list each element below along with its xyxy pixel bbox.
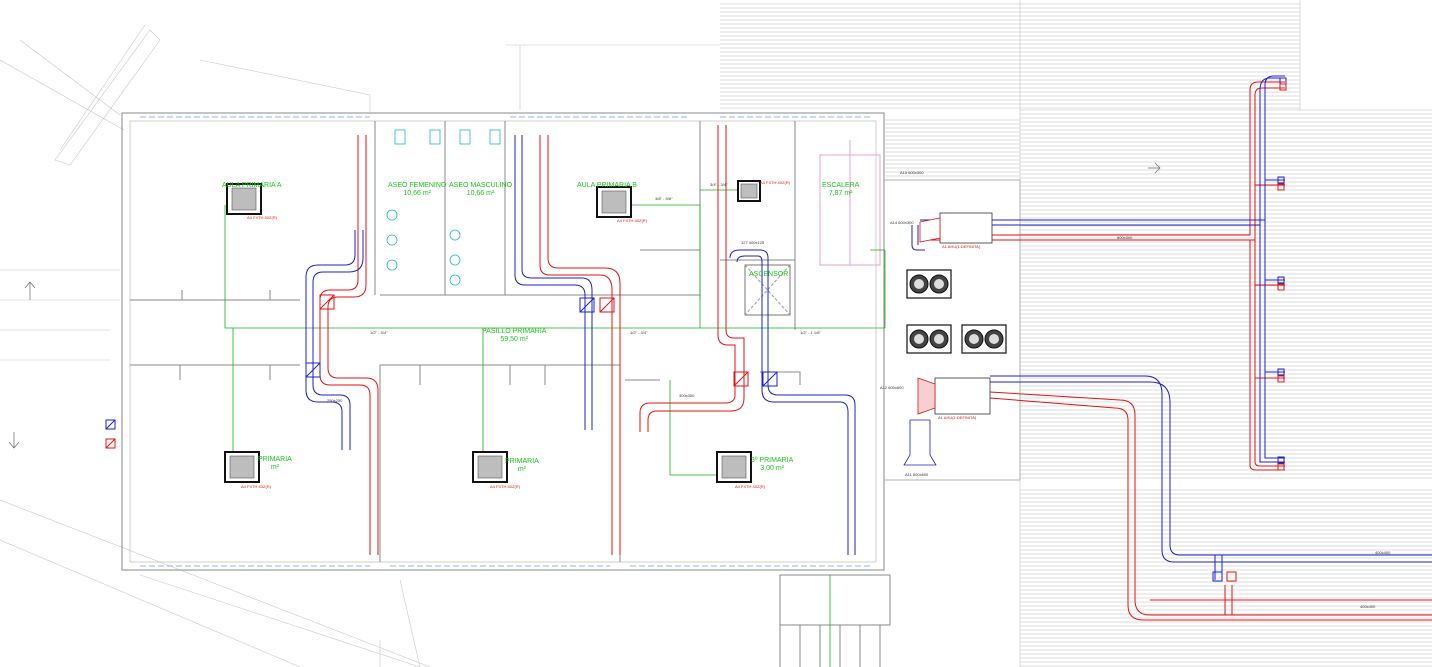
room-label-escalera: ESCALERA 7,87 m² (822, 182, 859, 198)
room-name: PASILLO PRIMARIA (482, 328, 547, 335)
room-area: 3,00 m² (760, 465, 784, 472)
room-area: 10,66 m² (466, 190, 495, 197)
room-name: ESCALERA (822, 182, 860, 189)
pipe-size-label: 3/8" - 5/8" (655, 196, 673, 201)
room-name: ASEO MASCULINO (449, 182, 513, 189)
room-label-aula-primaria-a: AULA PRIMARIA A (222, 182, 282, 190)
return-ducts (305, 75, 1432, 580)
duct-size-label: 300x300 (679, 393, 695, 398)
ahu-tag: A1 AHU(1:DEFINITA) (942, 244, 981, 249)
room-name: AULA PRIMARIA A (222, 182, 282, 189)
room-area: 10,66 m² (403, 190, 431, 197)
pipe-size-label: 1/2" - 3/4" (630, 330, 648, 335)
room-label-aula-e: 3º PRIMARIA 3,00 m² (751, 457, 793, 473)
room-name: ASCENSOR (749, 271, 789, 278)
cassette-units (224, 180, 761, 483)
sanitary-fixtures (386, 129, 501, 286)
equipment-label: A11 600x600 (905, 472, 929, 477)
room-name: 3º PRIMARIA (751, 457, 794, 464)
room-area: 59,50 m² (500, 336, 529, 343)
duct-size-label: 400x400 (1360, 604, 1376, 609)
ahu-tag: A1 AHU(1:DEFINITA) (938, 415, 977, 420)
pipe-size-label: 1/2" - 1 1/8" (800, 330, 821, 335)
roof-hatch (720, 3, 1432, 667)
room-label-ascensor: ASCENSOR (749, 271, 788, 279)
pipe-size-label: 3/4" - 3/4" (710, 182, 728, 187)
room-label-aula-primaria-b: AULA PRIMARIA B (577, 182, 637, 190)
unit-tag: A4 FXTH 40Z(R) (760, 180, 791, 185)
room-name: ASEO FEMENINO (388, 182, 447, 189)
flow-arrows (8, 162, 1161, 449)
room-name: PRIMARIA (505, 458, 539, 465)
equipment-label: A14 600x300 (890, 220, 914, 225)
unit-tag: A4 FXTH 40Z(R) (617, 218, 648, 223)
room-name: PRIMARIA (258, 456, 292, 463)
room-label-aula-c: PRIMARIA m² (258, 456, 292, 472)
room-label-pasillo-primaria: PASILLO PRIMARIA 59,50 m² (482, 328, 546, 344)
outdoor-units (906, 269, 1007, 354)
duct-size-label: 250x250 (327, 398, 343, 403)
refrigerant-lines (224, 189, 886, 667)
room-name: AULA PRIMARIA B (577, 182, 637, 189)
room-label-aseo-masculino: ASEO MASCULINO 10,66 m² (449, 182, 512, 198)
equipment-label: A10 600x300 (900, 170, 924, 175)
duct-size-label: 400x400 (1375, 550, 1391, 555)
unit-tag: A4 FXTH 40Z(R) (247, 215, 278, 220)
pipe-size-label: 1/2" - 3/4" (370, 330, 388, 335)
lift-grille-label: 127 400x125 (741, 240, 765, 245)
room-label-aula-d: PRIMARIA m² (505, 458, 539, 474)
unit-tag: A4 FXTH 40Z(R) (241, 484, 272, 489)
air-handling-units (903, 212, 993, 466)
room-area: m² (270, 464, 279, 471)
unit-tag: A4 FXTH 40Z(R) (735, 484, 766, 489)
room-area: m² (517, 466, 526, 473)
duct-size-label: 600x300 (1117, 235, 1133, 240)
room-label-aseo-femenino: ASEO FEMENINO 10,66 m² (388, 182, 446, 198)
supply-ducts (319, 81, 1432, 621)
grilles (105, 77, 1287, 582)
equipment-label: A12 600x600 (880, 385, 904, 390)
unit-tag: A4 FXTH 40Z(R) (490, 484, 521, 489)
room-area: 7,87 m² (828, 190, 853, 197)
